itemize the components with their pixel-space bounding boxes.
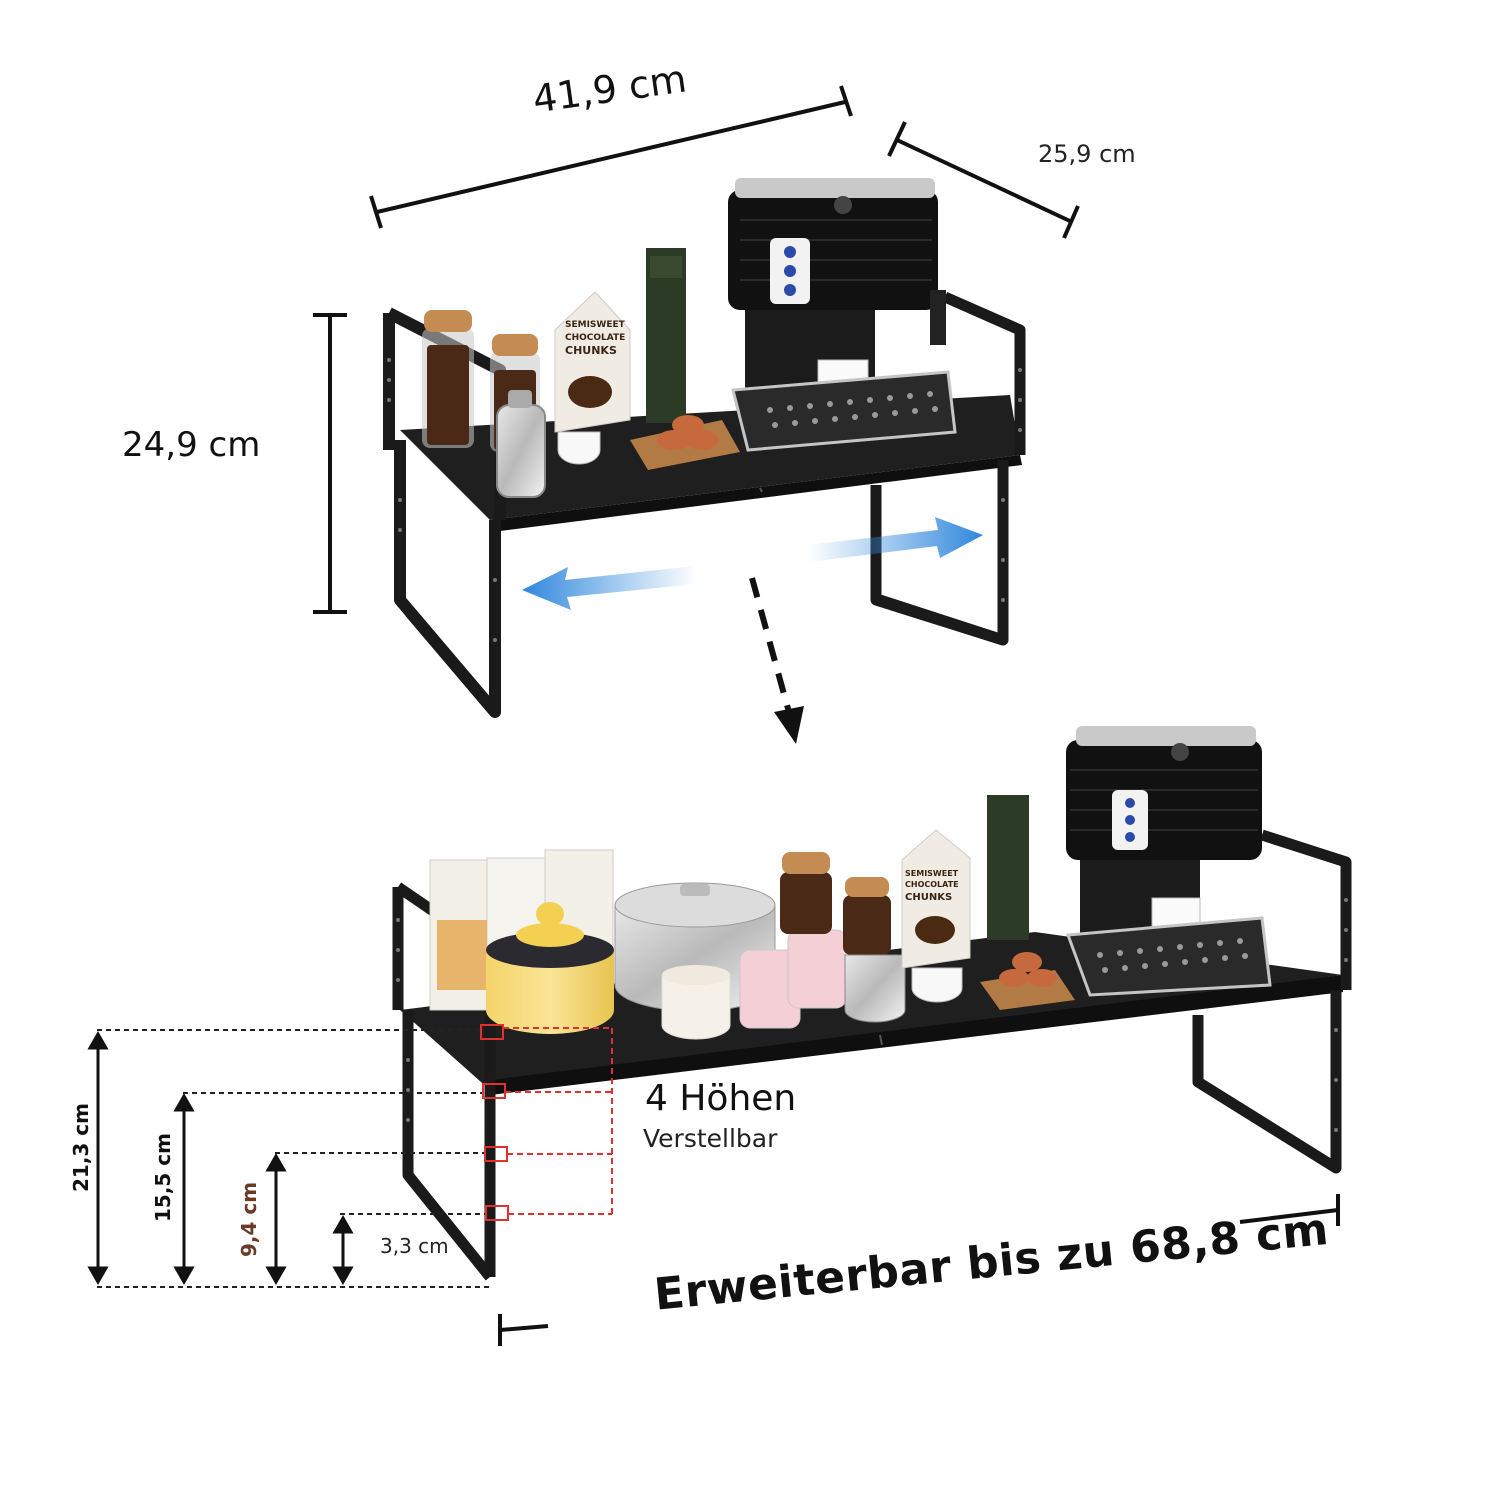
- svg-text:SEMISWEET: SEMISWEET: [905, 869, 959, 878]
- width-dimension-line: [369, 85, 853, 229]
- espresso-machine-top: [728, 178, 957, 452]
- height-arrows: [87, 1030, 354, 1286]
- svg-text:CHUNKS: CHUNKS: [905, 892, 952, 903]
- bottom-shelf-items: SEMISWEET CHOCOLATE CHUNKS: [429, 726, 1272, 1040]
- espresso-machine-bottom: [1065, 726, 1272, 997]
- top-shelf-items: SEMISWEET CHOCOLATE CHUNKS: [422, 178, 957, 498]
- transition-arrow: [749, 577, 804, 744]
- svg-text:SEMISWEET: SEMISWEET: [565, 320, 626, 330]
- height-level-2-label: 15,5 cm: [151, 1132, 175, 1222]
- expand-dimension-line: [498, 1194, 1340, 1346]
- svg-text:CHOCOLATE: CHOCOLATE: [905, 880, 959, 889]
- svg-text:CHOCOLATE: CHOCOLATE: [565, 333, 625, 343]
- height-level-4-label: 3,3 cm: [380, 1234, 449, 1258]
- compact-shelf: [383, 291, 1026, 718]
- depth-label: 25,9 cm: [1038, 140, 1136, 168]
- heights-title: 4 Höhen: [645, 1078, 797, 1119]
- heights-subtitle: Verstellbar: [643, 1124, 778, 1153]
- height-level-3-label: 9,4 cm: [237, 1181, 261, 1257]
- svg-text:CHUNKS: CHUNKS: [565, 344, 617, 357]
- height-label: 24,9 cm: [122, 425, 261, 465]
- depth-dimension-line: [887, 121, 1080, 239]
- height-dimension-line: [313, 313, 347, 614]
- height-slot-markers: [480, 1024, 613, 1221]
- height-guides: [97, 1029, 492, 1288]
- expand-arrows: [522, 517, 983, 610]
- height-level-1-label: 21,3 cm: [69, 1102, 93, 1192]
